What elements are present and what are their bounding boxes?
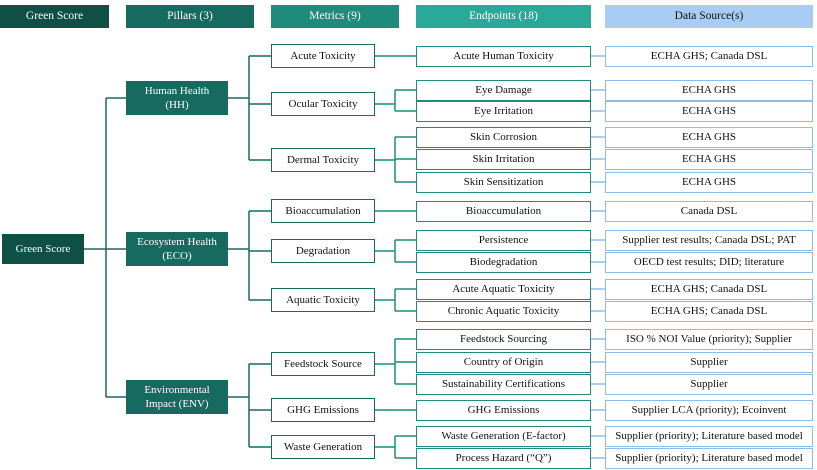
pillar-line2: (HH): [165, 99, 189, 111]
metric-box: Feedstock Source: [271, 352, 375, 376]
source-box: Supplier: [605, 352, 813, 373]
metric-box: Bioaccumulation: [271, 199, 375, 223]
header-metrics: Metrics (9): [271, 5, 399, 28]
source-box: ISO % NOI Value (priority); Supplier: [605, 329, 813, 350]
pillar-box: Ecosystem Health (ECO): [126, 232, 228, 266]
endpoint-box: Eye Irritation: [416, 101, 591, 122]
endpoint-box: Process Hazard (“Q”): [416, 448, 591, 469]
endpoint-box: Chronic Aquatic Toxicity: [416, 301, 591, 322]
endpoint-box: Eye Damage: [416, 80, 591, 101]
endpoint-box: Skin Corrosion: [416, 127, 591, 148]
header-data-sources: Data Source(s): [605, 5, 813, 28]
endpoint-box: Persistence: [416, 230, 591, 251]
pillar-line2: (ECO): [162, 250, 192, 262]
header-green-score: Green Score: [0, 5, 109, 28]
pillar-line1: Environmental: [144, 384, 210, 396]
source-box: Supplier LCA (priority); Ecoinvent: [605, 400, 813, 421]
metric-box: Ocular Toxicity: [271, 92, 375, 116]
source-box: ECHA GHS; Canada DSL: [605, 279, 813, 300]
endpoint-box: Biodegradation: [416, 252, 591, 273]
source-box: Supplier (priority); Literature based mo…: [605, 448, 813, 469]
endpoint-box: Acute Aquatic Toxicity: [416, 279, 591, 300]
endpoint-box: GHG Emissions: [416, 400, 591, 421]
source-box: ECHA GHS: [605, 149, 813, 170]
metric-box: Aquatic Toxicity: [271, 288, 375, 312]
endpoint-box: Skin Sensitization: [416, 172, 591, 193]
endpoint-box: Waste Generation (E-factor): [416, 426, 591, 447]
source-box: OECD test results; DID; literature: [605, 252, 813, 273]
pillar-line1: Ecosystem Health: [137, 236, 217, 248]
root-green-score: Green Score: [2, 234, 84, 264]
endpoint-box: Skin Irritation: [416, 149, 591, 170]
pillar-line2: Impact (ENV): [145, 398, 209, 410]
source-box: ECHA GHS: [605, 127, 813, 148]
source-box: Canada DSL: [605, 201, 813, 222]
endpoint-box: Feedstock Sourcing: [416, 329, 591, 350]
endpoint-box: Sustainability Certifications: [416, 374, 591, 395]
endpoint-box: Acute Human Toxicity: [416, 46, 591, 67]
metric-box: Dermal Toxicity: [271, 148, 375, 172]
header-pillars: Pillars (3): [126, 5, 254, 28]
source-box: Supplier test results; Canada DSL; PAT: [605, 230, 813, 251]
endpoint-box: Country of Origin: [416, 352, 591, 373]
source-box: ECHA GHS; Canada DSL: [605, 46, 813, 67]
metric-box: Degradation: [271, 239, 375, 263]
source-box: ECHA GHS: [605, 80, 813, 101]
pillar-box: Human Health (HH): [126, 81, 228, 115]
header-endpoints: Endpoints (18): [416, 5, 591, 28]
source-box: ECHA GHS: [605, 101, 813, 122]
source-box: Supplier: [605, 374, 813, 395]
source-box: ECHA GHS: [605, 172, 813, 193]
pillar-line1: Human Health: [144, 85, 210, 97]
endpoint-box: Bioaccumulation: [416, 201, 591, 222]
metric-box: GHG Emissions: [271, 398, 375, 422]
metric-box: Acute Toxicity: [271, 44, 375, 68]
source-box: Supplier (priority); Literature based mo…: [605, 426, 813, 447]
metric-box: Waste Generation: [271, 435, 375, 459]
source-box: ECHA GHS; Canada DSL: [605, 301, 813, 322]
